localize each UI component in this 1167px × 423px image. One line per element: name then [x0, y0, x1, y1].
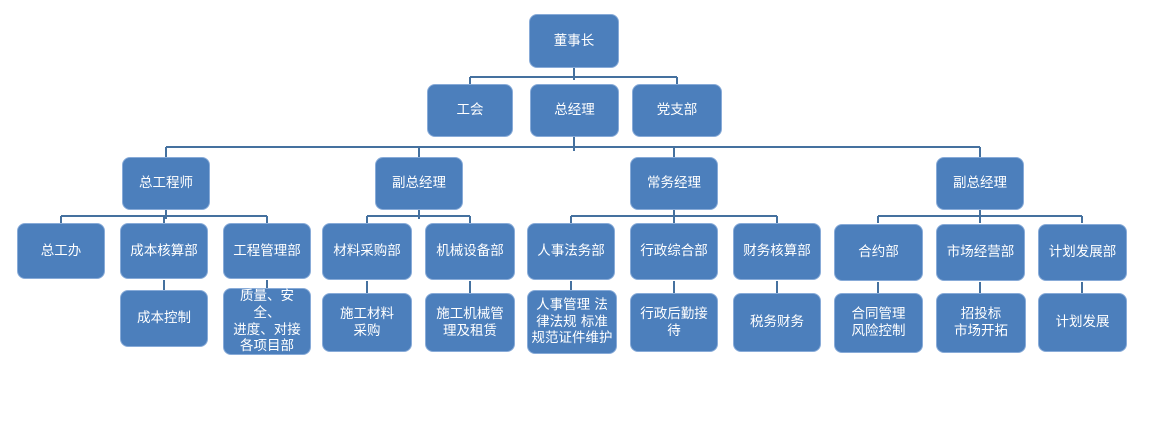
org-node-machinery-rental-duty: 施工机械管 理及租赁 — [425, 293, 515, 352]
org-node-general-manager: 总经理 — [530, 84, 619, 137]
org-node-chief-engineer-office: 总工办 — [17, 223, 105, 279]
org-node-admin-general-dept: 行政综合部 — [630, 223, 718, 280]
org-node-executive-manager: 常务经理 — [630, 157, 718, 210]
org-node-bidding-market-duty: 招投标 市场开拓 — [936, 293, 1026, 353]
connector-chief-engineer-children — [60, 210, 268, 223]
org-node-contract-dept: 合约部 — [834, 224, 923, 281]
connector-general-manager-children — [165, 137, 981, 157]
org-node-tax-finance-duty: 税务财务 — [733, 293, 821, 352]
org-node-quality-safety-duty: 质量、安全、 进度、对接 各项目部 — [223, 288, 311, 355]
org-node-admin-logistics-duty: 行政后勤接 待 — [630, 293, 718, 352]
org-node-cost-control-duty: 成本控制 — [120, 290, 208, 347]
org-node-market-operation-dept: 市场经营部 — [936, 224, 1025, 281]
org-node-finance-accounting-dept: 财务核算部 — [733, 223, 821, 280]
org-node-deputy-gm-right: 副总经理 — [936, 157, 1024, 210]
connector-departments-duties — [163, 280, 1083, 293]
org-node-planning-development-duty: 计划发展 — [1038, 293, 1127, 352]
connector-chairman-children — [469, 68, 678, 84]
org-node-planning-development-dept: 计划发展部 — [1038, 224, 1127, 281]
org-node-chairman: 董事长 — [529, 14, 619, 68]
connector-executive-manager-children — [570, 210, 778, 223]
org-node-material-procurement-dept: 材料采购部 — [322, 223, 412, 280]
org-node-chief-engineer: 总工程师 — [122, 157, 210, 210]
org-node-machinery-equipment-dept: 机械设备部 — [425, 223, 515, 280]
connector-deputy-gm-left-children — [366, 210, 471, 223]
org-node-contract-risk-duty: 合同管理 风险控制 — [834, 293, 923, 353]
connector-deputy-gm-right-children — [877, 210, 1083, 223]
org-node-hr-regulations-duty: 人事管理 法 律法规 标准 规范证件维护 — [527, 290, 617, 354]
org-node-party-branch: 党支部 — [632, 84, 722, 137]
org-node-deputy-gm-left: 副总经理 — [375, 157, 463, 210]
org-node-hr-legal-dept: 人事法务部 — [527, 223, 615, 280]
org-node-labor-union: 工会 — [427, 84, 513, 137]
org-node-engineering-management-dept: 工程管理部 — [223, 223, 311, 279]
org-node-cost-accounting-dept: 成本核算部 — [120, 223, 208, 279]
org-node-construction-material-duty: 施工材料 采购 — [322, 293, 412, 352]
